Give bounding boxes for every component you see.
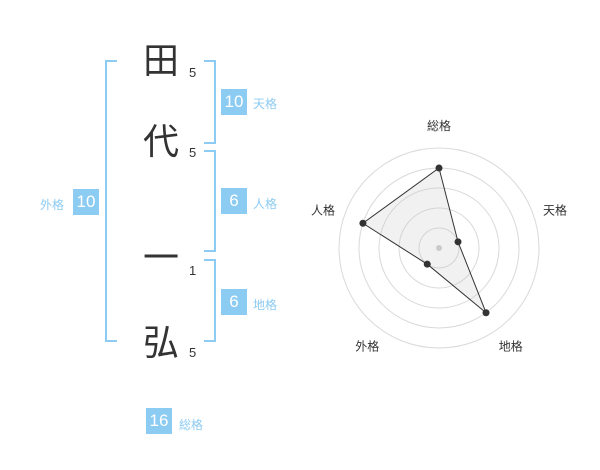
gaikaku-label: 外格 (40, 198, 65, 212)
chikaku-value: 6 (221, 289, 247, 315)
jinkaku-label: 人格 (253, 197, 278, 211)
radar-axis-label-5: 人格 (311, 202, 335, 217)
soukaku-label: 総格 (179, 418, 204, 432)
radar-center-dot (436, 245, 442, 251)
radar-point-3 (482, 309, 490, 317)
radar-ring (398, 207, 480, 289)
stroke-count-4: 5 (189, 345, 197, 360)
gaikaku-bracket (105, 60, 117, 342)
radar-point-2 (454, 238, 462, 246)
name-char-1: 田 (143, 41, 180, 82)
jinkaku-value: 6 (221, 188, 247, 214)
radar-point-4 (423, 260, 431, 268)
name-char-3: 一 (143, 238, 180, 279)
soukaku-value: 16 (146, 408, 172, 434)
radar-ring (338, 147, 540, 349)
tenkaku-bracket (204, 60, 216, 144)
chikaku-bracket (204, 259, 216, 342)
radar-ring (378, 187, 500, 309)
radar-axis-label-3: 地格 (499, 339, 523, 354)
radar-axis-label-1: 総格 (427, 118, 451, 133)
name-char-2: 代 (143, 122, 180, 163)
tenkaku-value: 10 (221, 89, 247, 115)
radar-ring (418, 227, 460, 269)
radar-axis-label-2: 天格 (543, 202, 567, 217)
stroke-count-3: 1 (189, 263, 197, 278)
radar-point-1 (435, 164, 443, 172)
stroke-count-1: 5 (189, 65, 197, 80)
stroke-count-2: 5 (189, 145, 197, 160)
radar-axis-label-4: 外格 (355, 339, 379, 354)
tenkaku-label: 天格 (253, 97, 278, 111)
radar-polygon (362, 167, 487, 314)
radar-point-5 (359, 219, 367, 227)
chikaku-label: 地格 (253, 298, 278, 312)
name-char-4: 弘 (143, 323, 180, 364)
jinkaku-bracket (204, 150, 216, 252)
gaikaku-value: 10 (73, 189, 99, 215)
